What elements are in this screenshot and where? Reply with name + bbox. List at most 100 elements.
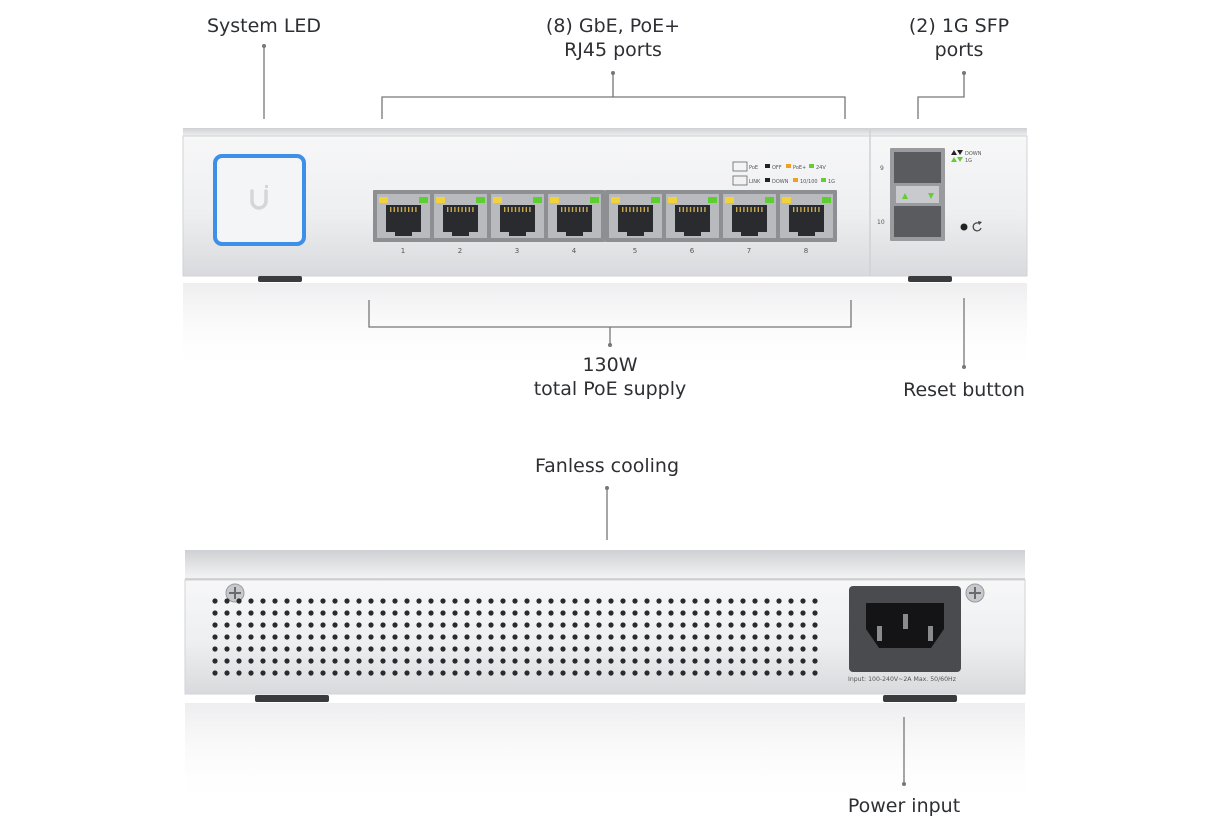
poe-led-icon	[436, 197, 445, 203]
rj45-pin	[404, 207, 406, 212]
rj45-port-2[interactable]	[434, 194, 487, 238]
rj45-pin	[465, 207, 467, 212]
callout-rj45-ports: (8) GbE, PoE+ RJ45 ports	[493, 14, 733, 62]
link-led-icon	[533, 197, 542, 203]
rj45-pin	[393, 207, 395, 212]
rj45-pin	[472, 207, 474, 212]
callout-sfp-line-1: (2) 1G SFP	[908, 15, 1010, 37]
legend-link-port-icon	[732, 175, 748, 186]
legend-poe-item-1: PoE+	[793, 165, 806, 171]
rj45-jack-opening	[675, 205, 710, 236]
rj45-port-4[interactable]	[548, 194, 601, 238]
rj45-pin	[803, 207, 806, 212]
sfp-number-10: 10	[877, 219, 885, 226]
sfp-10-led-icon	[928, 193, 934, 199]
rj45-pin	[522, 207, 524, 212]
rj45-pin	[622, 207, 624, 212]
power-inlet	[849, 586, 961, 672]
rj45-pin	[571, 207, 574, 212]
rj45-jack-opening	[386, 205, 421, 236]
rear-reflection	[185, 703, 1025, 808]
rj45-pin	[793, 207, 795, 212]
callout-system-led: System LED	[184, 14, 344, 38]
system-led-leader	[262, 44, 266, 119]
legend-port-icon	[732, 161, 748, 172]
link-led-icon	[590, 197, 599, 203]
rj45-port-5[interactable]	[609, 194, 662, 238]
callout-power-input: Power input	[814, 794, 994, 818]
legend-poe-item-2: 24V	[816, 165, 826, 171]
port-number-label: 3	[515, 247, 519, 255]
link-led-icon	[419, 197, 428, 203]
callout-poe-line-1: 130W	[582, 354, 638, 376]
legend-link-item-0: DOWN	[772, 179, 789, 185]
rj45-pin	[564, 207, 566, 212]
sfp-legend-1g-label: 1G	[965, 158, 972, 164]
callout-rj45-line-2: RJ45 ports	[564, 39, 662, 61]
port-number-label: 1	[401, 247, 405, 255]
link-led-icon	[822, 197, 831, 203]
rj45-port-3[interactable]	[491, 194, 544, 238]
rj45-pin	[625, 207, 627, 212]
rj45-pin	[468, 207, 470, 212]
rear-top-surface	[185, 550, 1025, 579]
callout-system-led-line: System LED	[206, 15, 322, 37]
rj45-pin	[796, 207, 798, 212]
legend-poe-swatch-2	[809, 164, 814, 168]
legend-poe-swatch-1	[786, 164, 791, 168]
reset-button[interactable]	[960, 223, 968, 231]
rj45-jack-opening	[789, 205, 824, 236]
rj45-pin	[525, 207, 527, 212]
link-led-icon	[708, 197, 717, 203]
rj45-pin	[461, 207, 463, 212]
reset-icon	[972, 221, 982, 232]
legend-poe-label: PoE	[749, 165, 758, 171]
rj45-pin	[447, 207, 449, 212]
led-legend: PoE OFF PoE+ 24V LINK DOWN 10/100 1G	[732, 161, 835, 186]
rj45-port-8[interactable]	[780, 194, 833, 238]
rj45-pin	[586, 207, 588, 212]
rj45-pin	[511, 207, 513, 212]
link-led-icon	[765, 197, 774, 203]
rj45-pin	[529, 207, 531, 212]
sfp-legend-down-label: DOWN	[965, 151, 982, 157]
rj45-pin	[632, 207, 635, 212]
rj45-pin	[754, 207, 756, 212]
rj45-port-1[interactable]	[377, 194, 430, 238]
rj45-pin	[390, 207, 392, 212]
legend-link-swatch-1	[793, 178, 798, 182]
poe-led-icon	[379, 197, 388, 203]
vent-grille	[212, 598, 824, 682]
rj45-jack-opening	[557, 205, 592, 236]
port-number-label: 4	[572, 247, 577, 255]
legend-poe-swatch-0	[765, 164, 770, 168]
rj45-port-7[interactable]	[723, 194, 776, 238]
sfp-port-10	[894, 206, 941, 237]
poe-led-icon	[493, 197, 502, 203]
power-rating-label: Input: 100-240V~2A Max. 50/60Hz	[848, 676, 956, 683]
sfp-port-9	[894, 152, 941, 183]
rj45-pin	[400, 207, 403, 212]
rj45-pin	[636, 207, 638, 212]
rj45-pin	[682, 207, 684, 212]
rj45-pin	[454, 207, 456, 212]
front-foot-left	[258, 276, 302, 282]
fanless-leader	[605, 486, 609, 540]
sfp-bracket	[917, 71, 966, 119]
callout-fanless-cooling: Fanless cooling	[507, 454, 707, 478]
rj45-bracket	[381, 71, 846, 119]
rj45-pin	[579, 207, 581, 212]
ubiquiti-logo-icon	[250, 185, 268, 210]
rj45-pin	[739, 207, 741, 212]
link-led-icon	[476, 197, 485, 203]
rj45-jack-opening	[500, 205, 535, 236]
rj45-jack-opening	[618, 205, 653, 236]
rj45-port-6[interactable]	[666, 194, 719, 238]
sfp-legend-up-green-icon	[951, 157, 957, 162]
rj45-pin	[575, 207, 577, 212]
legend-link-swatch-0	[765, 178, 770, 182]
poe-led-icon	[668, 197, 677, 203]
rj45-pin	[507, 207, 509, 212]
legend-poe-row: PoE OFF PoE+ 24V	[732, 161, 826, 172]
